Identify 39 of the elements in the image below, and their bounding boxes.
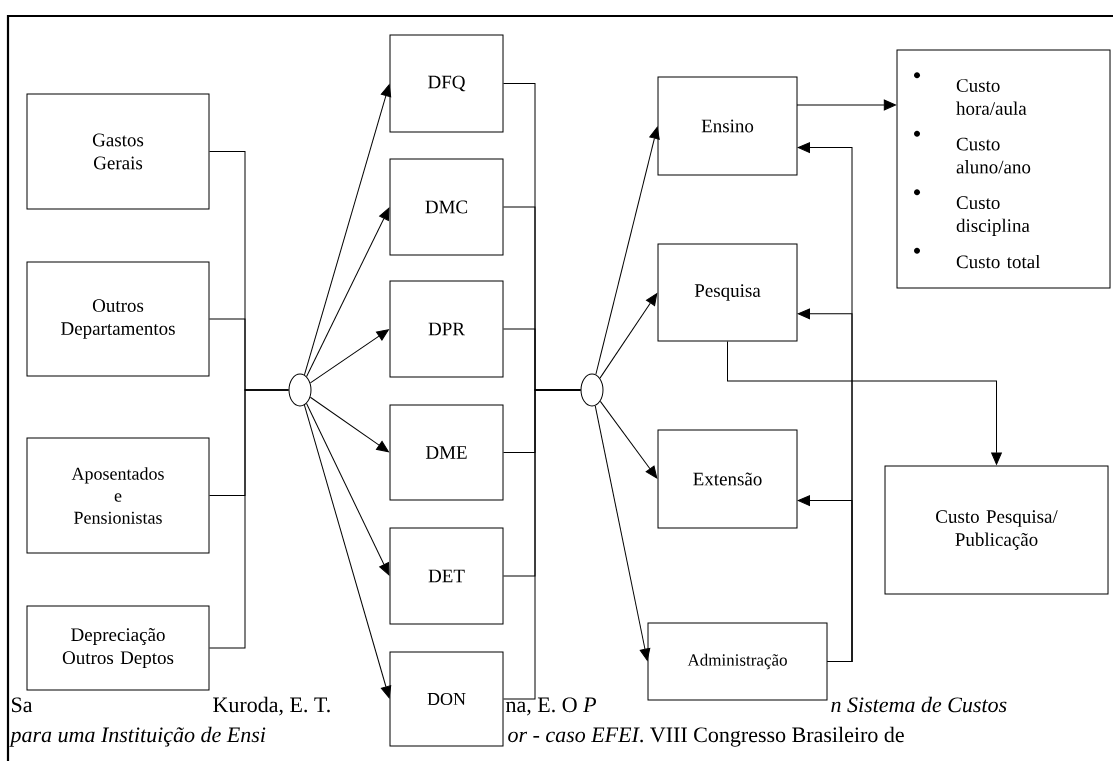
- process-box: DMC: [389, 158, 504, 256]
- process-box: DON: [389, 651, 504, 747]
- process-box: Extensão: [657, 429, 798, 529]
- arrow: [599, 293, 658, 379]
- arrow: [594, 405, 651, 661]
- caption-text: Sa: [12, 697, 33, 713]
- arrow: [595, 126, 660, 375]
- process-box: DPR: [389, 280, 504, 378]
- caption-text: or - caso EFEI. VIII Congresso Brasileiro de: [508, 726, 904, 747]
- arrow: [599, 400, 658, 479]
- arrow: [306, 403, 390, 576]
- process-box: Aposentados e Pensionistas: [26, 437, 210, 554]
- caption-text: n Sistema de Custos: [831, 696, 1007, 713]
- junction-circle: [580, 373, 604, 407]
- arrow: [303, 404, 392, 699]
- connector-line: [209, 389, 289, 649]
- arrow: [309, 396, 389, 453]
- process-box: Ensino: [657, 76, 798, 176]
- caption-text: Kuroda, E. T.: [213, 696, 330, 716]
- arrow: [797, 495, 853, 662]
- arrow: [309, 329, 389, 384]
- connector-line: [503, 389, 581, 700]
- arrow: [306, 207, 390, 377]
- arrow: [796, 99, 897, 111]
- arrow: [727, 341, 1002, 465]
- process-box: Gastos Gerais: [26, 93, 210, 210]
- process-box: Depreciação Outros Deptos: [26, 605, 210, 691]
- process-box: DME: [389, 404, 504, 501]
- process-box: Outros Departamentos: [26, 261, 210, 377]
- arrow: [303, 84, 392, 376]
- bullet-list-box: Custo hora/aula Custo aluno/ano Custo disciplina Custo total: [896, 49, 1111, 289]
- process-box: DET: [389, 527, 504, 625]
- process-box: Pesquisa: [657, 243, 798, 342]
- caption-text: na, E. O P: [506, 697, 596, 716]
- process-box: DFQ: [389, 34, 504, 133]
- process-box: Administração: [647, 622, 828, 701]
- junction-circle: [288, 373, 312, 407]
- process-box: Custo Pesquisa/ Publicação: [884, 465, 1109, 595]
- caption-text: para uma Instituição de Ensi: [9, 726, 266, 747]
